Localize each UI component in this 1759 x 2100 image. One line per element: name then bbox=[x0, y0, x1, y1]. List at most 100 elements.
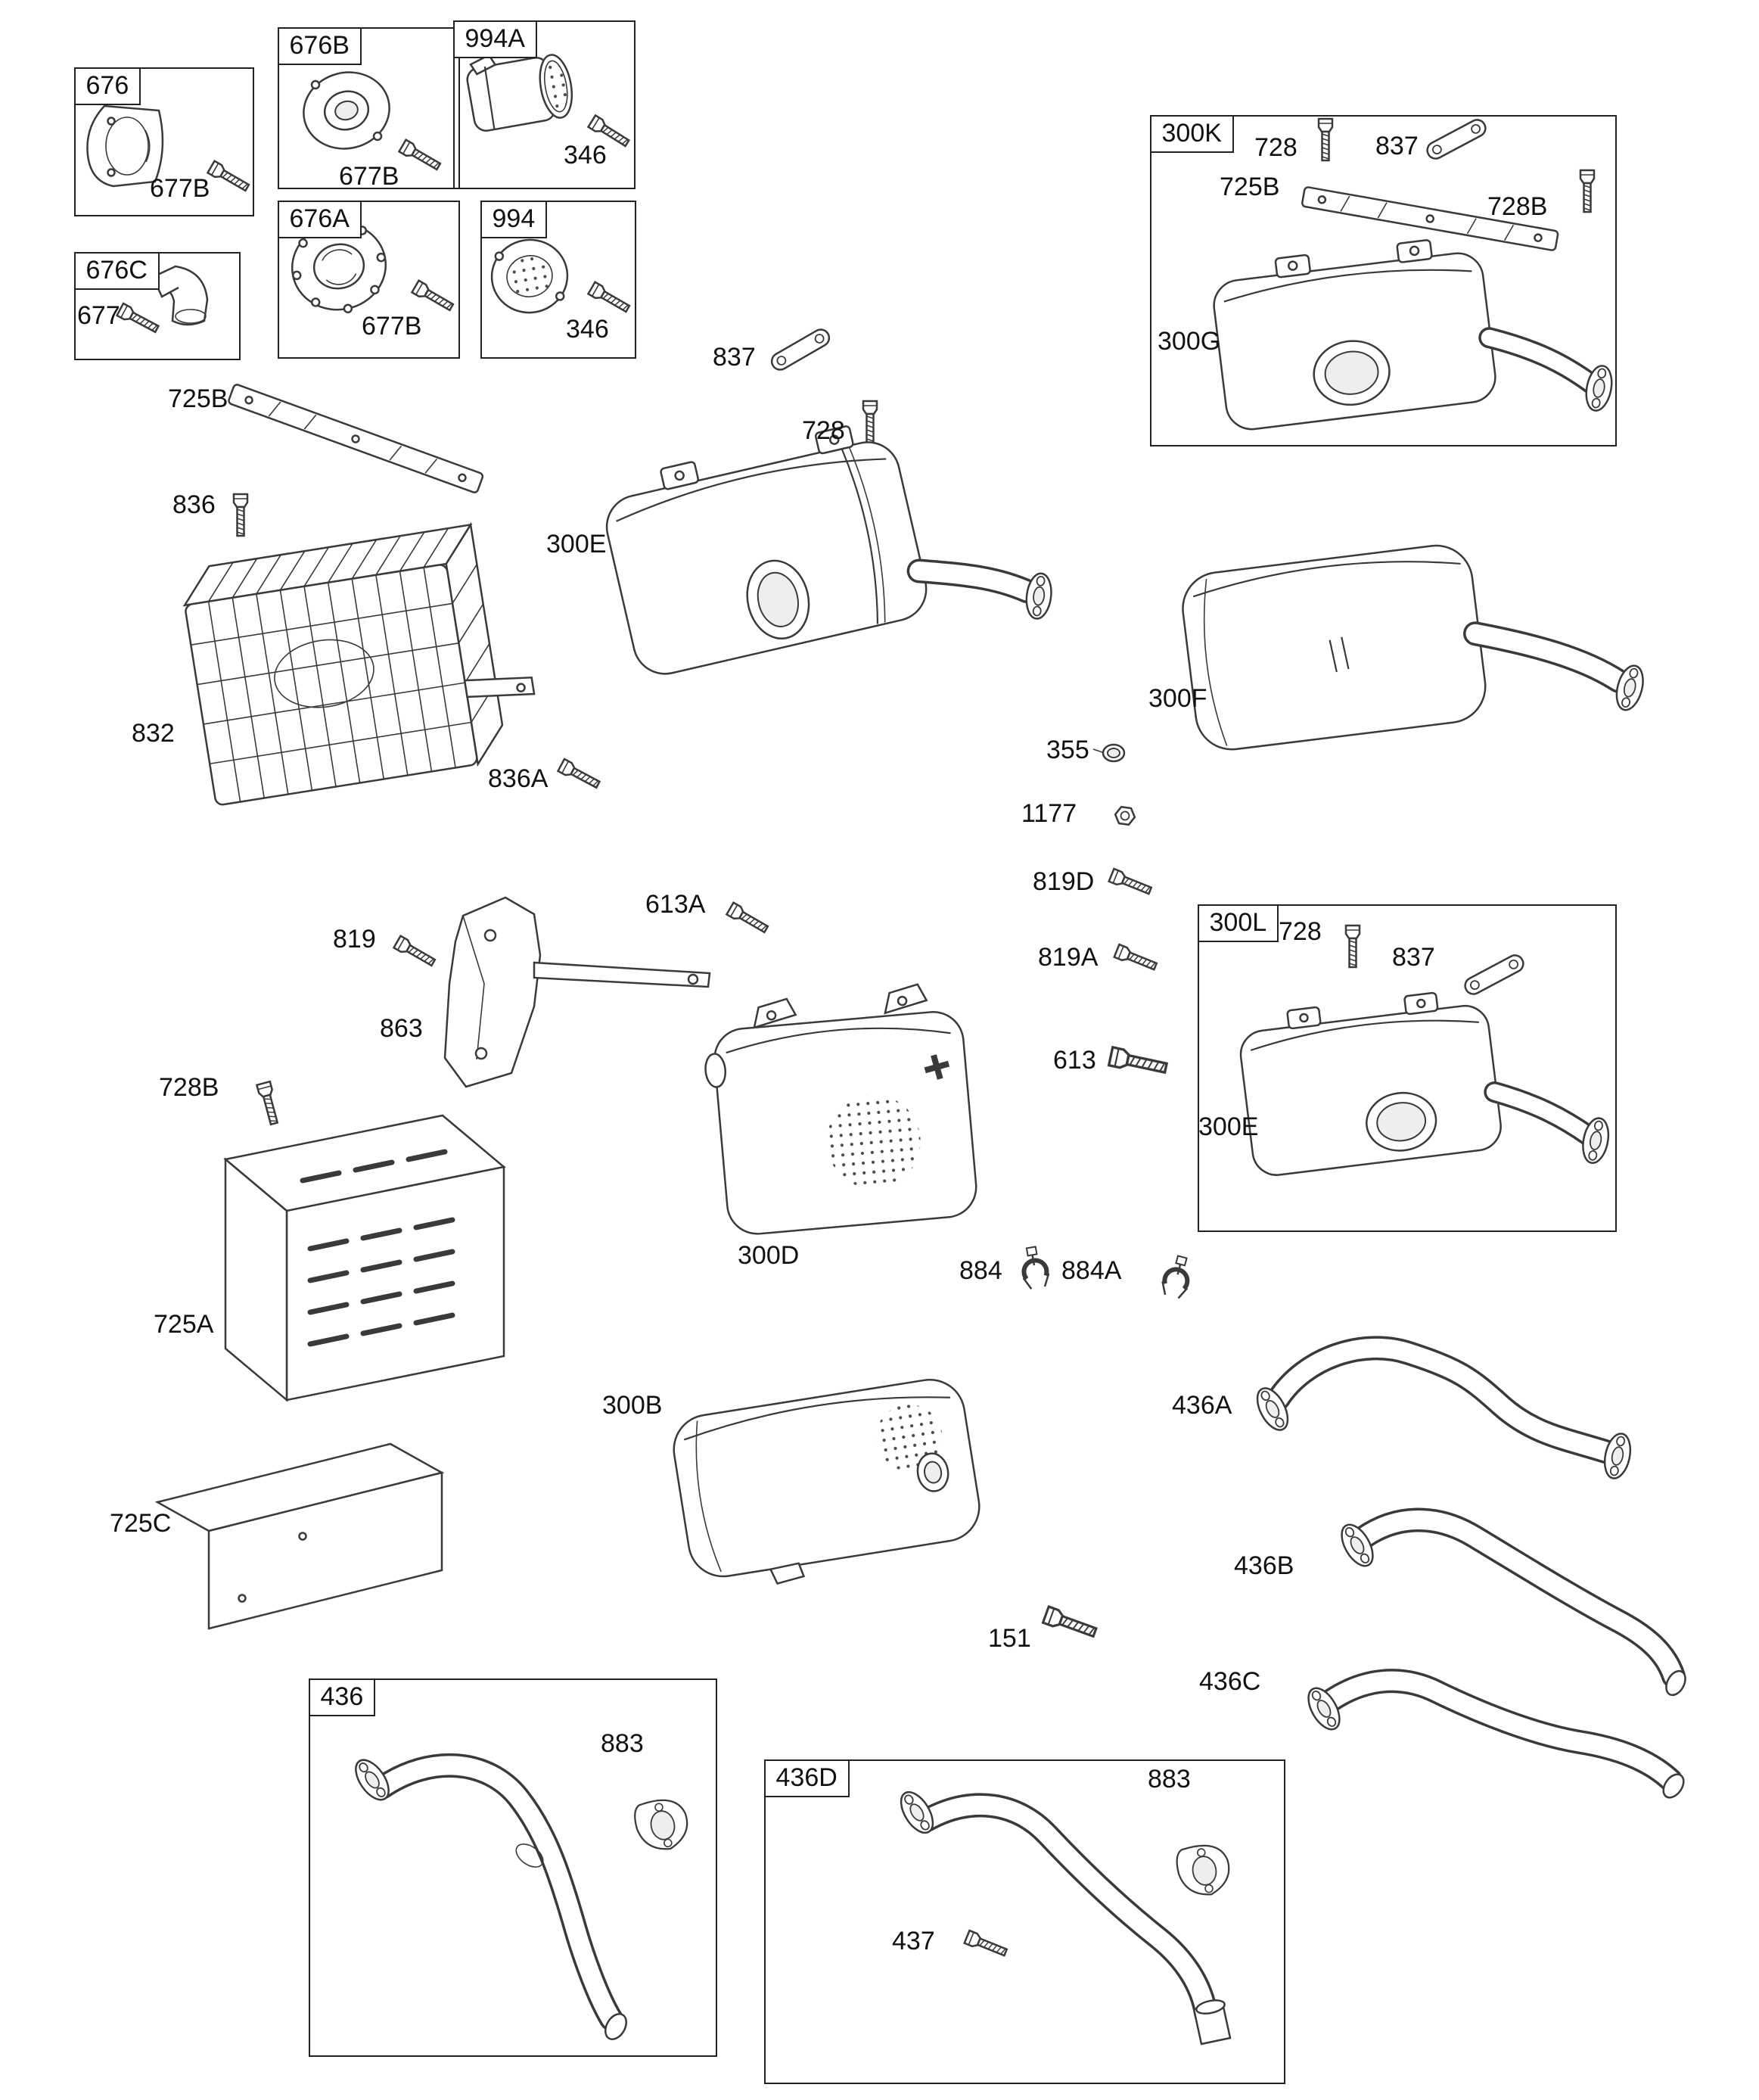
callout-22-728: 728 bbox=[1279, 917, 1322, 946]
callout-12-836: 836 bbox=[172, 490, 216, 519]
callout-13-837: 837 bbox=[713, 343, 756, 372]
callout-18-300F: 300F bbox=[1148, 684, 1207, 713]
callout-1-677B: 677B bbox=[339, 162, 399, 191]
group-box-436D-label: 436D bbox=[763, 1759, 850, 1797]
part-676B-adapter-drawing bbox=[303, 71, 390, 150]
clamp-884-icon bbox=[1018, 1246, 1051, 1290]
part-994-plate-drawing bbox=[490, 238, 569, 314]
callout-2-346: 346 bbox=[564, 141, 607, 170]
callout-7-837: 837 bbox=[1375, 132, 1419, 160]
part-725B-strip-drawing bbox=[228, 384, 484, 493]
callout-35-300B: 300B bbox=[602, 1391, 663, 1420]
callout-30-300E: 300E bbox=[1198, 1112, 1259, 1141]
group-box-676C-label: 676C bbox=[73, 251, 160, 290]
callout-15-300E: 300E bbox=[546, 530, 607, 558]
part-676-deflector-drawing bbox=[86, 104, 164, 188]
group-box-300K-label: 300K bbox=[1149, 114, 1234, 153]
callout-27-819: 819 bbox=[333, 925, 376, 954]
callout-4-677B: 677B bbox=[362, 312, 422, 341]
callout-31-300D: 300D bbox=[738, 1241, 800, 1270]
screw-836-icon bbox=[232, 493, 249, 537]
group-box-300L: 300L bbox=[1197, 904, 1617, 1232]
callout-19-355: 355 bbox=[1046, 736, 1089, 764]
callout-24-819A: 819A bbox=[1038, 943, 1099, 972]
group-box-676B: 676B bbox=[277, 26, 460, 189]
part-725A-heat-shield-drawing bbox=[223, 1114, 506, 1402]
group-300L-parts bbox=[1239, 924, 1613, 1176]
part-725C-shield-drawing bbox=[154, 1442, 445, 1630]
group-box-994-label: 994 bbox=[480, 200, 548, 238]
part-436D-pipe-drawing bbox=[893, 1785, 1235, 2046]
callout-6-728: 728 bbox=[1254, 133, 1297, 162]
group-box-300L-label: 300L bbox=[1197, 904, 1279, 942]
callout-25-613: 613 bbox=[1053, 1046, 1096, 1075]
part-436B-pipe-drawing bbox=[1334, 1507, 1686, 1697]
callout-39-151: 151 bbox=[988, 1624, 1031, 1653]
group-box-676B-label: 676B bbox=[277, 26, 362, 65]
part-436C-pipe-drawing bbox=[1301, 1669, 1685, 1799]
callout-21-819D: 819D bbox=[1033, 867, 1095, 896]
callout-16-832: 832 bbox=[132, 719, 175, 748]
part-863-bracket-drawing bbox=[443, 896, 711, 1088]
group-box-436-label: 436 bbox=[308, 1678, 376, 1716]
group-box-436: 436 bbox=[308, 1678, 717, 2057]
part-300D-muffler-drawing bbox=[704, 983, 977, 1235]
group-box-676C: 676C bbox=[73, 251, 241, 360]
part-725B-strip-300K bbox=[1301, 186, 1559, 251]
callout-0-677B: 677B bbox=[150, 174, 210, 203]
screw-836A-icon bbox=[557, 758, 602, 792]
group-box-994: 994 bbox=[480, 200, 636, 359]
callout-11-725B: 725B bbox=[168, 384, 228, 413]
callout-29-728B: 728B bbox=[159, 1073, 219, 1102]
callout-26-613A: 613A bbox=[645, 890, 706, 919]
group-box-676: 676 bbox=[73, 67, 254, 216]
screw-613A-icon bbox=[726, 901, 771, 937]
screw-728B-icon-2 bbox=[256, 1080, 282, 1127]
group-box-300K: 300K bbox=[1149, 114, 1617, 446]
callout-23-837: 837 bbox=[1392, 943, 1435, 972]
screw-819-icon bbox=[393, 935, 438, 970]
screw-819D-icon bbox=[1108, 867, 1154, 898]
callout-38-436B: 436B bbox=[1234, 1551, 1294, 1580]
part-832-guard-drawing bbox=[182, 521, 536, 806]
part-300F-muffler-drawing bbox=[1182, 544, 1649, 751]
callout-8-725B: 725B bbox=[1220, 173, 1280, 201]
callout-17-836A: 836A bbox=[488, 764, 549, 793]
part-300E-muffler-300L-drawing bbox=[1239, 991, 1613, 1176]
callout-20-1177: 1177 bbox=[1021, 799, 1077, 828]
callout-5-346: 346 bbox=[566, 315, 609, 344]
group-box-676-label: 676 bbox=[73, 67, 141, 105]
part-355-seal-ring bbox=[1102, 743, 1126, 763]
part-300E-muffler-drawing bbox=[605, 425, 1055, 675]
callout-42-883: 883 bbox=[1148, 1765, 1191, 1794]
part-300B-muffler-drawing bbox=[673, 1378, 981, 1585]
callout-43-437: 437 bbox=[892, 1927, 935, 1955]
part-300G-muffler-drawing bbox=[1213, 239, 1617, 431]
part-436A-pipe-drawing bbox=[1250, 1336, 1636, 1482]
callout-14-728: 728 bbox=[802, 416, 845, 445]
callout-41-883: 883 bbox=[601, 1729, 644, 1758]
group-box-676A-label: 676A bbox=[277, 200, 362, 238]
callout-34-725A: 725A bbox=[154, 1310, 214, 1339]
callout-3-677: 677 bbox=[77, 301, 120, 330]
callout-28-863: 863 bbox=[380, 1014, 423, 1043]
group-box-994A: 994A bbox=[452, 20, 636, 189]
screw-613-icon bbox=[1107, 1046, 1170, 1078]
callout-37-725C: 725C bbox=[110, 1509, 172, 1538]
callout-36-436A: 436A bbox=[1172, 1391, 1232, 1420]
callout-10-300G: 300G bbox=[1158, 327, 1221, 356]
part-436-pipe-drawing bbox=[348, 1753, 693, 2040]
callout-9-728B: 728B bbox=[1487, 192, 1548, 221]
group-box-676A: 676A bbox=[277, 200, 460, 359]
clamp-884A-icon bbox=[1159, 1254, 1195, 1300]
part-676A-flange-drawing bbox=[291, 219, 387, 314]
screw-819A-icon bbox=[1113, 943, 1159, 974]
group-box-994A-label: 994A bbox=[452, 20, 537, 58]
callout-33-884A: 884A bbox=[1061, 1256, 1122, 1285]
group-300K-parts bbox=[1213, 116, 1617, 431]
nut-1177-icon bbox=[1113, 805, 1137, 826]
screw-728-icon-2 bbox=[862, 400, 878, 444]
group-box-436D: 436D bbox=[763, 1759, 1285, 2084]
